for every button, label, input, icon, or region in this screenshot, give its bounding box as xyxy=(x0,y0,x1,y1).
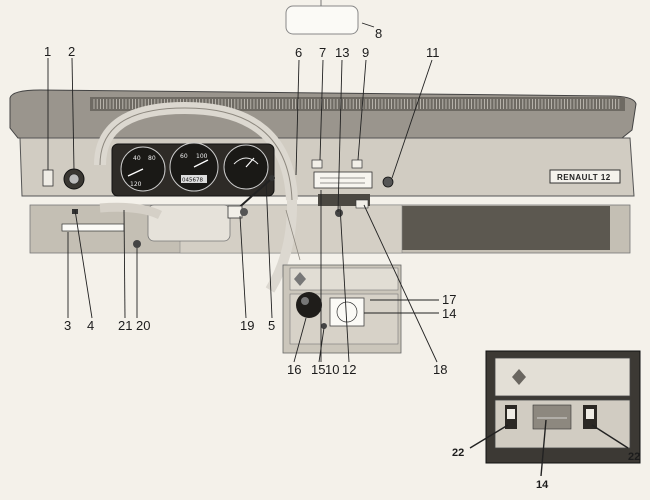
left-switch-1 xyxy=(42,169,54,187)
callout-17: 17 xyxy=(442,292,456,307)
callout-3: 3 xyxy=(64,318,71,333)
callout-5: 5 xyxy=(268,318,275,333)
ignition-switch xyxy=(63,168,85,190)
callout-7: 7 xyxy=(319,45,326,60)
central-control-panel xyxy=(311,159,373,217)
instrument-cluster: 40 80 120 60 100 045678 xyxy=(111,142,275,197)
inset-callout-22-left: 22 xyxy=(452,447,464,459)
callout-2: 2 xyxy=(68,44,75,59)
inset-callout-14: 14 xyxy=(536,479,549,491)
dashboard-top xyxy=(9,89,637,139)
callout-15: 15 xyxy=(311,362,325,377)
inset-callout-22-right: 22 xyxy=(628,451,640,463)
auxiliary-gauges xyxy=(223,144,269,190)
callout-14: 14 xyxy=(442,306,456,321)
callout-16: 16 xyxy=(287,362,301,377)
brand-badge: RENAULT 12 xyxy=(549,169,621,184)
callout-6: 6 xyxy=(295,45,302,60)
defroster-vent-grille xyxy=(93,99,620,109)
speedometer: 40 80 120 xyxy=(120,146,166,192)
cigarette-lighter xyxy=(382,176,394,188)
svg-text:120: 120 xyxy=(130,181,142,188)
steering-column-stalks xyxy=(227,175,275,219)
svg-text:40: 40 xyxy=(133,155,141,162)
rear-view-mirror xyxy=(285,0,359,35)
callout-1: 1 xyxy=(44,44,51,59)
callout-9: 9 xyxy=(362,45,369,60)
svg-text:100: 100 xyxy=(196,153,208,160)
brand-badge-text: RENAULT 12 xyxy=(557,173,611,182)
callout-11: 11 xyxy=(426,45,440,60)
callout-4: 4 xyxy=(87,318,94,333)
svg-text:60: 60 xyxy=(180,153,188,160)
inset-console-detail xyxy=(485,350,641,464)
callout-labels: 1 2 3 4 5 6 7 8 9 10 11 12 13 14 15 16 1… xyxy=(44,26,640,491)
callout-12: 12 xyxy=(342,362,356,377)
callout-19: 19 xyxy=(240,318,254,333)
steering-wheel xyxy=(94,101,301,293)
callout-20: 20 xyxy=(136,318,150,333)
leader-lines xyxy=(47,22,629,477)
center-console xyxy=(282,264,402,354)
gear-lever-knob xyxy=(296,292,322,318)
callout-8: 8 xyxy=(375,26,382,41)
odometer-readout: 045678 xyxy=(182,178,203,184)
callout-10: 10 xyxy=(325,362,339,377)
callout-13: 13 xyxy=(335,45,349,60)
svg-text:80: 80 xyxy=(148,155,156,162)
callout-18: 18 xyxy=(433,362,447,377)
tachometer: 60 100 045678 xyxy=(169,142,219,192)
callout-21: 21 xyxy=(118,318,132,333)
